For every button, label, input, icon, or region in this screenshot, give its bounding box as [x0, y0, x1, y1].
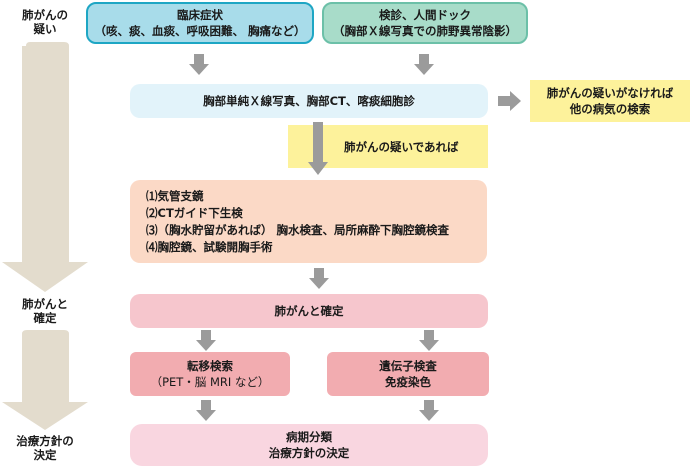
- stage-label-line: 疑い: [33, 22, 57, 36]
- staging-subtitle: 治療方針の決定: [268, 446, 350, 460]
- screening-box: 胸部単純Ｘ線写真、胸部CT、喀痰細胞診: [130, 84, 488, 118]
- arrow-down-icon: [196, 400, 216, 421]
- genetic-title: 遺伝子検査: [379, 359, 437, 373]
- confirmed-box: 肺がんと確定: [130, 294, 488, 328]
- no-suspicion-box: 肺がんの疑いがなければ 他の病気の検索: [530, 80, 690, 122]
- arrow-down-icon: [308, 122, 328, 175]
- arrow-right-icon: [498, 91, 521, 111]
- checkup-box: 検診、人間ドック （胸部Ｘ線写真での肺野異常陰影）: [322, 2, 528, 44]
- arrow-down-icon: [189, 54, 209, 75]
- staging-title: 病期分類: [286, 430, 332, 444]
- clinical-symptoms-box: 臨床症状 （咳、痰、血痰、呼吸困難、 胸痛など）: [86, 2, 314, 44]
- metastasis-subtitle: （PET・脳 MRI など）: [150, 375, 270, 389]
- procedure-item: ⑵CTガイド下生検: [146, 205, 243, 220]
- arrow-down-icon: [419, 330, 439, 351]
- no-suspicion-line: 肺がんの疑いがなければ: [546, 86, 674, 100]
- checkup-title: 検診、人間ドック: [379, 8, 471, 22]
- checkup-subtitle: （胸部Ｘ線写真での肺野異常陰影）: [333, 24, 517, 38]
- staging-treatment-box: 病期分類 治療方針の決定: [130, 424, 488, 466]
- screening-text: 胸部単純Ｘ線写真、胸部CT、喀痰細胞診: [203, 94, 415, 108]
- genetic-subtitle: 免疫染色: [385, 375, 431, 389]
- stage-label-line: 治療方針の: [16, 434, 74, 448]
- metastasis-title: 転移検索: [187, 359, 233, 373]
- arrow-down-icon: [196, 330, 216, 351]
- stage-label-suspicion: 肺がんの 疑い: [0, 8, 90, 36]
- stage-label-line: 肺がんの: [22, 8, 68, 22]
- suspicion-condition-text: 肺がんの疑いであれば: [344, 139, 459, 154]
- clinical-symptoms-title: 臨床症状: [177, 8, 223, 22]
- procedure-item: ⑶（胸水貯留があれば） 胸水検査、局所麻酔下胸腔鏡検査: [146, 222, 450, 237]
- stage-label-line: 決定: [33, 448, 57, 462]
- arrow-down-icon: [309, 268, 329, 289]
- procedure-item: ⑴気管支鏡: [146, 188, 204, 203]
- clinical-symptoms-subtitle: （咳、痰、血痰、呼吸困難、 胸痛など）: [94, 24, 306, 38]
- stage-label-confirmed: 肺がんと 確定: [0, 297, 90, 325]
- stage-arrow-down-icon: [2, 330, 88, 430]
- arrow-down-icon: [414, 54, 434, 75]
- no-suspicion-line: 他の病気の検索: [569, 102, 651, 116]
- confirmed-text: 肺がんと確定: [274, 304, 344, 318]
- stage-label-line: 確定: [33, 311, 57, 325]
- metastasis-search-box: 転移検索 （PET・脳 MRI など）: [130, 352, 290, 396]
- stage-label-line: 肺がんと: [22, 297, 68, 311]
- stage-label-treatment: 治療方針の 決定: [0, 434, 90, 462]
- genetic-test-box: 遺伝子検査 免疫染色: [327, 352, 489, 396]
- stage-arrow-down-icon: [2, 42, 88, 292]
- procedures-box: ⑴気管支鏡 ⑵CTガイド下生検 ⑶（胸水貯留があれば） 胸水検査、局所麻酔下胸腔…: [130, 180, 487, 263]
- arrow-down-icon: [419, 400, 439, 421]
- procedure-item: ⑷胸腔鏡、試験開胸手術: [146, 239, 273, 254]
